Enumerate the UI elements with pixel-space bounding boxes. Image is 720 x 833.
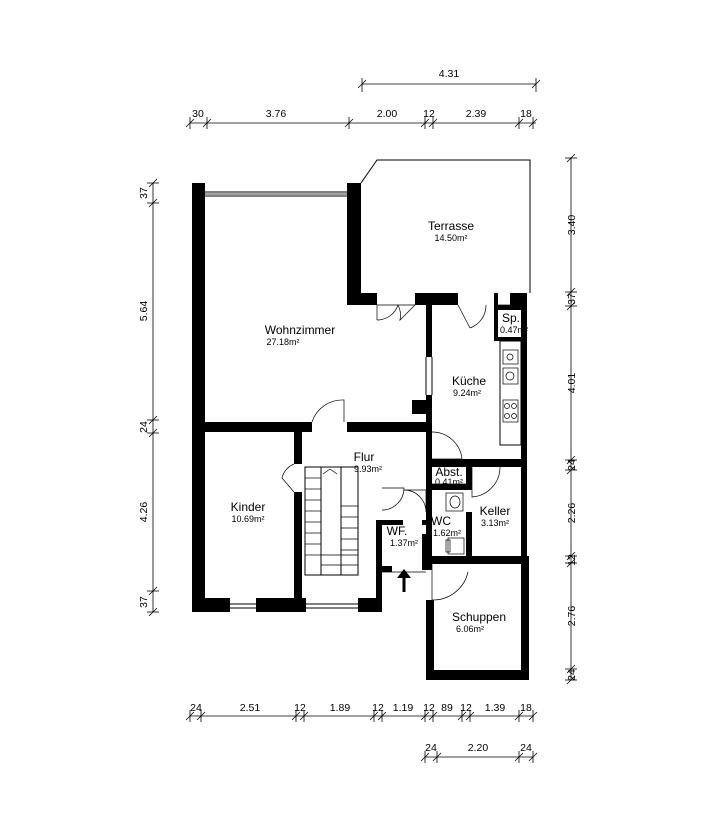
room-name: Terrasse (428, 219, 474, 233)
staircase (304, 466, 359, 576)
room-wc: WC 1.62m² (431, 514, 461, 538)
room-name: Küche (452, 374, 486, 388)
dim-right-1: 3.40 (566, 215, 578, 236)
room-area: 6.06m² (456, 624, 484, 634)
dim-right-3: 4.01 (566, 373, 578, 394)
doors (281, 304, 510, 601)
dim-bottom-7: 12 (423, 702, 435, 714)
dim-bottom-2: 2.51 (240, 702, 261, 714)
dim-right-2: 37 (566, 293, 578, 305)
room-area: 3.13m² (481, 518, 509, 528)
dim-top-5: 2.39 (466, 108, 487, 120)
room-area: 1.62m² (433, 528, 461, 538)
room-sp: Sp. 0.47m² (500, 311, 528, 335)
dim-bottom-1: 24 (190, 702, 202, 714)
room-area: 14.50m² (434, 233, 467, 243)
dim-left-3: 24 (138, 421, 150, 433)
dim-right-5: 2.26 (566, 503, 578, 524)
dim-bottom-6: 1.19 (393, 702, 414, 714)
walls (192, 159, 531, 680)
room-name: WF. (387, 524, 408, 538)
dim-left-1: 37 (138, 187, 150, 199)
room-name: WC (431, 514, 451, 528)
room-area: 0.47m² (500, 325, 528, 335)
room-area: 9.93m² (354, 464, 382, 474)
dim-right-6: 12 (566, 554, 578, 566)
dim-bottom-3: 12 (294, 702, 306, 714)
dim-left-4: 4.26 (138, 502, 150, 523)
room-keller: Keller 3.13m² (480, 504, 511, 528)
room-area: 9.24m² (453, 388, 481, 398)
room-name: Kinder (231, 500, 266, 514)
dim-bottom-4: 1.89 (330, 702, 351, 714)
dim-left-5: 37 (138, 596, 150, 608)
room-schuppen: Schuppen 6.06m² (452, 610, 506, 634)
dimension-labels: 4.31 30 3.76 2.00 12 2.39 18 37 5.64 24 … (138, 68, 578, 754)
dim-left-2: 5.64 (138, 301, 150, 322)
room-name: Keller (480, 504, 511, 518)
dim-bottom-9: 12 (460, 702, 472, 714)
dim-top-1: 30 (192, 108, 204, 120)
dim-top-4: 12 (423, 108, 435, 120)
dim-bottom-lower-2: 2.20 (468, 742, 489, 754)
room-terrasse: Terrasse 14.50m² (428, 219, 474, 243)
dim-bottom-5: 12 (372, 702, 384, 714)
room-kueche: Küche 9.24m² (452, 374, 486, 398)
dim-right-4: 24 (566, 459, 578, 471)
room-name: Sp. (502, 311, 520, 325)
dim-bottom-8: 89 (441, 702, 453, 714)
room-name: Wohnzimmer (265, 323, 335, 337)
dim-right-8: 24 (566, 669, 578, 681)
room-area: 10.69m² (231, 514, 264, 524)
dim-bottom-lower-3: 24 (520, 742, 532, 754)
dim-bottom-lower-1: 24 (425, 742, 437, 754)
room-area: 27.18m² (266, 337, 299, 347)
room-name: Schuppen (452, 610, 506, 624)
kitchen-fixtures (499, 340, 522, 446)
room-labels: Terrasse 14.50m² Wohnzimmer 27.18m² Sp. … (231, 219, 528, 634)
room-kinder: Kinder 10.69m² (231, 500, 266, 524)
dim-top-3: 2.00 (377, 108, 398, 120)
room-wf: WF. 1.37m² (387, 524, 418, 548)
wc-fixtures (445, 492, 465, 555)
room-flur: Flur 9.93m² (354, 450, 382, 474)
room-abst: Abst. 0.41m² (435, 465, 463, 487)
dim-right-7: 2.76 (566, 606, 578, 627)
dim-top-6: 18 (520, 108, 532, 120)
entrance-arrow-icon (397, 569, 411, 592)
dim-bottom-11: 18 (520, 702, 532, 714)
dim-bottom-10: 1.39 (485, 702, 506, 714)
dimension-lines (147, 78, 577, 763)
room-name: Abst. (435, 465, 462, 479)
room-area: 0.41m² (435, 477, 463, 487)
dim-top-overall: 4.31 (439, 68, 460, 80)
dim-top-2: 3.76 (266, 108, 287, 120)
room-area: 1.37m² (390, 538, 418, 548)
room-wohnzimmer: Wohnzimmer 27.18m² (265, 323, 335, 347)
room-name: Flur (354, 450, 375, 464)
